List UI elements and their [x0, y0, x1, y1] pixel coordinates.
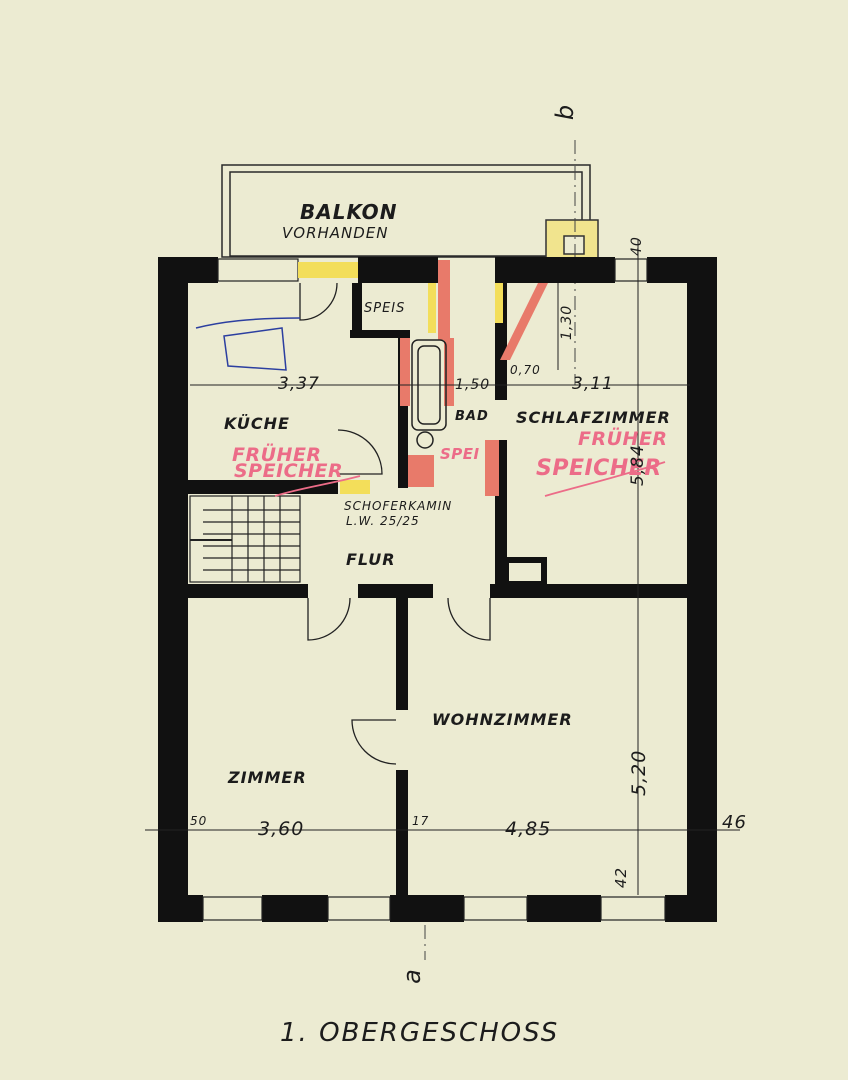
dim-wall-42: 42 [612, 866, 630, 888]
red-markings [400, 260, 548, 496]
balcony-note: VORHANDEN [282, 224, 389, 242]
chimney-label-line2: L.W. 25/25 [346, 514, 420, 528]
dim-height-130: 1,30 [559, 304, 575, 340]
chimney-label-line1: SCHOFERKAMIN [344, 499, 453, 513]
living-room-label: WOHNZIMMER [432, 710, 573, 729]
dim-living-depth: 5,20 [628, 749, 650, 796]
kitchen-label: KÜCHE [224, 414, 290, 433]
dim-room-width: 3,60 [258, 818, 305, 840]
yellow-markings [298, 262, 503, 494]
former-pantry-bath-label: SPEI [440, 445, 480, 463]
toilet [416, 431, 434, 449]
room-label: ZIMMER [228, 768, 307, 787]
former-pantry-bedroom-line1: FRÜHER [578, 428, 668, 450]
dim-living-width: 4,85 [505, 818, 552, 840]
dim-wall-50: 50 [190, 814, 208, 828]
former-pantry-kitchen-line1: FRÜHER [232, 444, 322, 466]
section-mark-a: a [397, 968, 426, 984]
balcony-outline [221, 164, 591, 258]
door-swings [299, 282, 491, 765]
bath-label: BAD [455, 409, 489, 424]
pantry-label: SPEIS [364, 301, 406, 316]
section-mark-b: b [551, 103, 580, 121]
hall-label: FLUR [346, 550, 396, 569]
dim-wall-17: 17 [412, 814, 430, 828]
chimney-flue [545, 219, 599, 261]
dim-kitchen-width: 3,37 [278, 374, 320, 394]
bedroom-label: SCHLAFZIMMER [516, 408, 671, 427]
dim-bedroom-width: 3,11 [572, 374, 614, 394]
former-pantry-bedroom-line2: SPEICHER [536, 456, 662, 481]
dim-offset-070: 0,70 [510, 363, 541, 377]
blue-scribble [195, 317, 301, 371]
dimension-lines [145, 240, 740, 895]
section-axis-lines [424, 140, 576, 960]
interior-walls [188, 270, 687, 897]
dim-wall-40: 40 [629, 236, 645, 256]
windows [202, 258, 666, 921]
staircase [189, 495, 301, 583]
plan-title: 1. OBERGESCHOSS [280, 1018, 560, 1048]
dim-wall-46: 46 [722, 812, 747, 833]
former-pantry-kitchen-line2: SPEICHER [234, 460, 344, 482]
dim-bath-width: 1,50 [455, 377, 491, 393]
balcony-label: BALKON [300, 200, 398, 224]
exterior-walls [158, 257, 717, 922]
dim-bedroom-depth: 5,84 [628, 444, 648, 486]
pink-strike-lines [274, 461, 666, 497]
